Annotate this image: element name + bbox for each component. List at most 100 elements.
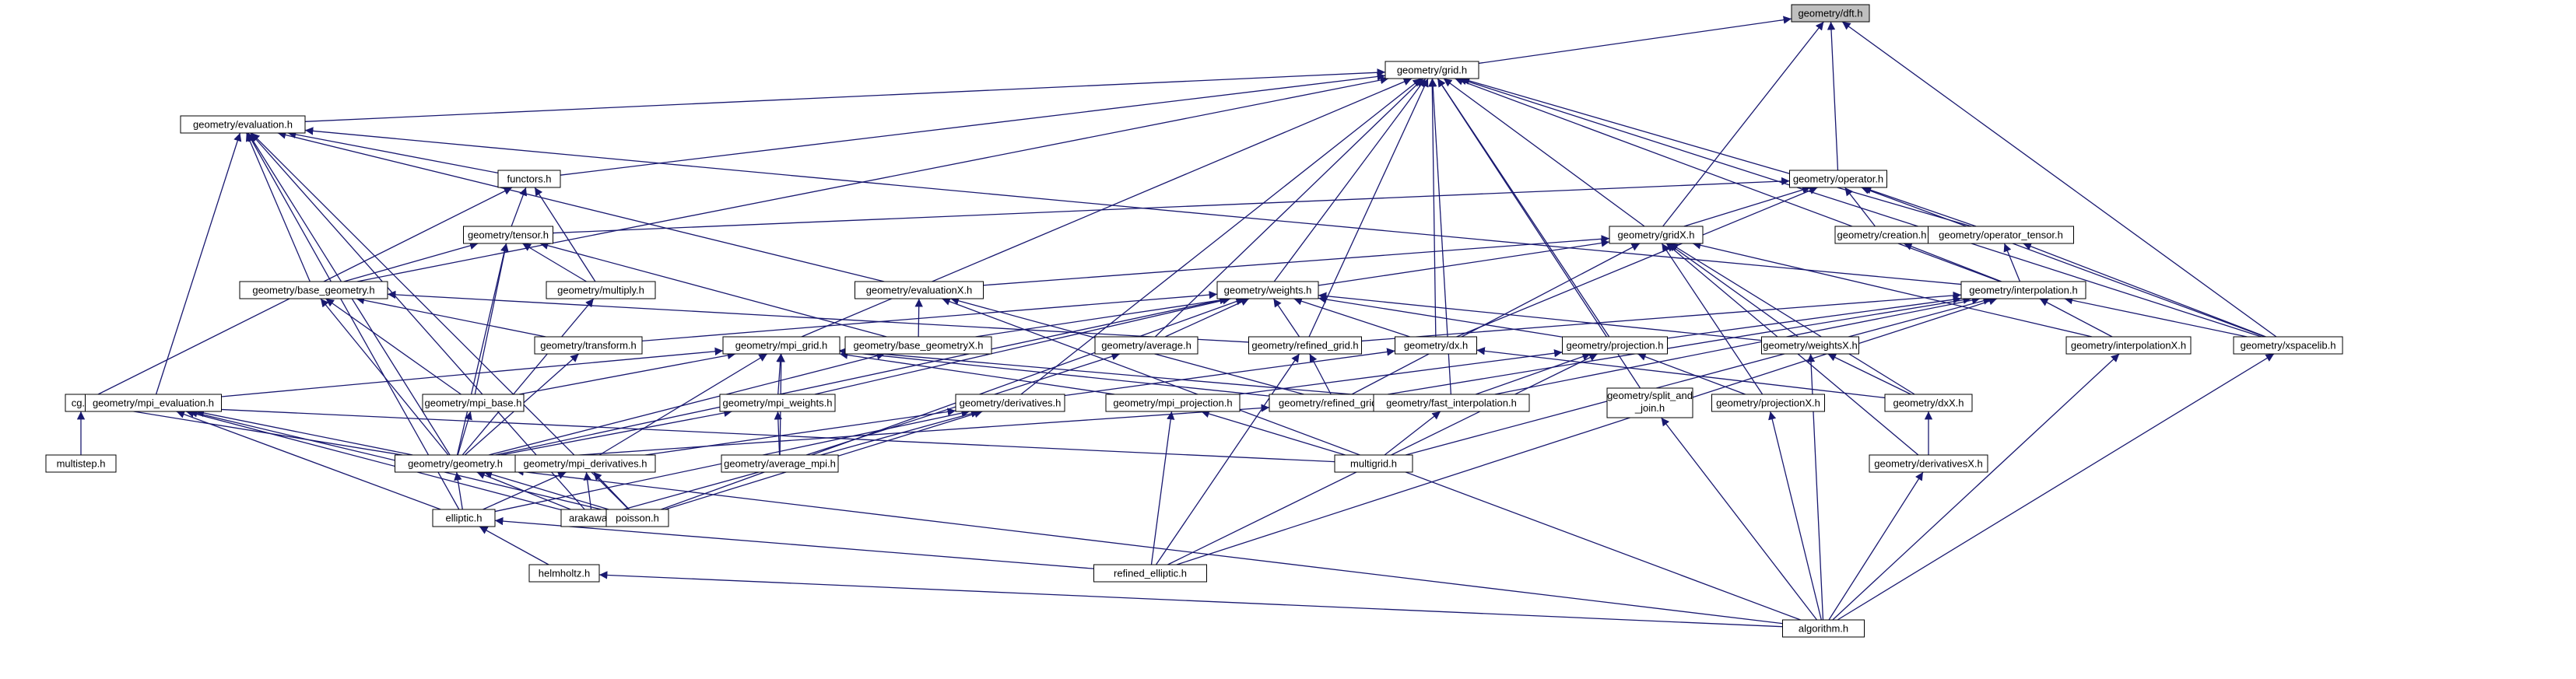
node-creation[interactable]: geometry/creation.h — [1834, 226, 1929, 244]
node-mpi_base[interactable]: geometry/mpi_base.h — [422, 394, 525, 412]
node-geometry[interactable]: geometry/geometry.h — [395, 454, 516, 473]
node-transform[interactable]: geometry/transform.h — [534, 336, 643, 355]
node-average[interactable]: geometry/average.h — [1094, 336, 1199, 355]
edge-operator_tensor-to-operator — [1862, 186, 1977, 227]
node-label: geometry/evaluationX.h — [866, 285, 973, 296]
edge-xspacelib-to-operator — [1861, 186, 2265, 338]
node-evaluation[interactable]: geometry/evaluation.h — [180, 115, 306, 134]
edge-tensor-to-operator — [553, 177, 1790, 234]
node-fast_interpolation[interactable]: geometry/fast_interpolation.h — [1373, 394, 1530, 412]
node-label: geometry/fast_interpolation.h — [1386, 397, 1517, 409]
edge-dx-to-weights — [1293, 297, 1410, 338]
node-functors[interactable]: functors.h — [497, 170, 561, 188]
node-base_geometry[interactable]: geometry/base_geometry.h — [239, 281, 388, 299]
node-mpi_evaluation[interactable]: geometry/mpi_evaluation.h — [85, 394, 222, 412]
node-elliptic[interactable]: elliptic.h — [432, 509, 496, 527]
node-derivatives[interactable]: geometry/derivatives.h — [955, 394, 1065, 412]
edge-mpi_weights-to-weights — [814, 296, 1231, 395]
edge-arakawa-to-mpi_evaluation — [185, 409, 562, 511]
node-multistep[interactable]: multistep.h — [45, 454, 117, 473]
node-label: geometry/evaluation.h — [193, 119, 293, 131]
node-gridX[interactable]: geometry/gridX.h — [1609, 226, 1704, 244]
node-multiply[interactable]: geometry/multiply.h — [546, 281, 656, 299]
node-poisson[interactable]: poisson.h — [605, 509, 669, 527]
node-xspacelib[interactable]: geometry/xspacelib.h — [2233, 336, 2343, 355]
edge-fast_interpolation-to-projection — [1476, 352, 1591, 395]
node-box — [1562, 336, 1668, 355]
node-label: geometry/gridX.h — [1618, 229, 1695, 241]
node-label: geometry/interpolationX.h — [2071, 340, 2186, 352]
node-tensor[interactable]: geometry/tensor.h — [463, 226, 553, 244]
node-label: geometry/mpi_weights.h — [723, 397, 833, 409]
node-derivativesX[interactable]: geometry/derivativesX.h — [1869, 454, 1988, 473]
node-box — [239, 281, 388, 299]
edge-base_geometryX-to-evaluationX — [914, 298, 923, 338]
node-box — [180, 115, 306, 134]
edge-elliptic-to-evaluation — [247, 132, 460, 510]
node-box — [1960, 281, 2086, 299]
edge-fast_interpolation-to-interpolation — [1494, 296, 1981, 395]
node-box — [45, 454, 117, 473]
node-label: geometry/dxX.h — [1893, 397, 1964, 409]
node-mpi_derivatives[interactable]: geometry/mpi_derivatives.h — [514, 454, 656, 473]
node-operator[interactable]: geometry/operator.h — [1789, 170, 1887, 188]
node-average_mpi[interactable]: geometry/average_mpi.h — [721, 454, 839, 473]
edge-algorithm-to-weightsX — [1806, 353, 1824, 621]
node-grid[interactable]: geometry/grid.h — [1385, 61, 1479, 79]
edge-mpi_base-to-tensor — [474, 243, 509, 395]
edge-arakawa-to-evaluation — [250, 132, 585, 510]
node-label: geometry/split_and — [1607, 390, 1693, 401]
node-dx[interactable]: geometry/dx.h — [1395, 336, 1477, 355]
node-mpi_weights[interactable]: geometry/mpi_weights.h — [719, 394, 836, 412]
node-label: geometry/base_geometryX.h — [854, 340, 984, 352]
edge-mpi_evaluation-to-evaluation — [155, 132, 242, 395]
node-label: geometry/projectionX.h — [1716, 397, 1820, 409]
node-multigrid[interactable]: multigrid.h — [1334, 454, 1413, 473]
node-box — [605, 509, 669, 527]
node-projectionX[interactable]: geometry/projectionX.h — [1711, 394, 1825, 412]
edge-geometry-to-mpi_evaluation — [195, 408, 413, 456]
node-projection[interactable]: geometry/projection.h — [1562, 336, 1668, 355]
node-dxX[interactable]: geometry/dxX.h — [1884, 394, 1973, 412]
node-mpi_projection[interactable]: geometry/mpi_projection.h — [1105, 394, 1241, 412]
node-box — [85, 394, 222, 412]
edge-geometry-to-cg — [96, 402, 403, 456]
node-box — [1385, 61, 1479, 79]
node-refined_gridX[interactable]: geometry/refined_gridX.h — [1269, 394, 1402, 412]
node-box — [514, 454, 656, 473]
edge-geometry-to-base_geometry — [320, 298, 449, 456]
edge-base_geometry-to-evaluation — [246, 132, 311, 282]
node-label: poisson.h — [616, 513, 659, 524]
node-weights[interactable]: geometry/weights.h — [1216, 281, 1319, 299]
node-label: geometry/projection.h — [1566, 340, 1663, 352]
edge-mpi_base-to-mpi_grid — [518, 351, 736, 395]
node-evaluationX[interactable]: geometry/evaluationX.h — [855, 281, 984, 299]
node-interpolation[interactable]: geometry/interpolation.h — [1960, 281, 2086, 299]
node-box — [1791, 4, 1870, 23]
node-refined_grid[interactable]: geometry/refined_grid.h — [1248, 336, 1362, 355]
node-label: helmholtz.h — [539, 568, 590, 579]
node-operator_tensor[interactable]: geometry/operator_tensor.h — [1928, 226, 2074, 244]
node-split_and_join[interactable]: geometry/split_and_join.h — [1606, 387, 1693, 418]
edge-geometry-to-base_geometryX — [488, 352, 886, 456]
node-weightsX[interactable]: geometry/weightsX.h — [1761, 336, 1859, 355]
node-interpolationX[interactable]: geometry/interpolationX.h — [2065, 336, 2192, 355]
edge-interpolation-to-grid — [1455, 77, 2001, 282]
node-dft[interactable]: geometry/dft.h — [1791, 4, 1870, 23]
node-box — [1609, 226, 1704, 244]
edge-algorithm-to-interpolationX — [1832, 353, 2120, 621]
edge-poisson-to-geometry — [483, 470, 609, 510]
edge-dxX-to-dx — [1476, 347, 1886, 399]
node-base_geometryX[interactable]: geometry/base_geometryX.h — [844, 336, 992, 355]
edge-base_geometry-to-tensor — [343, 241, 479, 282]
node-algorithm[interactable]: algorithm.h — [1782, 619, 1865, 638]
node-label: geometry/multiply.h — [557, 285, 644, 296]
node-box — [1869, 454, 1988, 473]
node-label: geometry/dft.h — [1798, 8, 1862, 19]
node-box — [2065, 336, 2192, 355]
node-helmholtz[interactable]: helmholtz.h — [528, 564, 600, 583]
node-mpi_grid[interactable]: geometry/mpi_grid.h — [722, 336, 841, 355]
node-label: geometry/interpolation.h — [1969, 285, 2077, 296]
edge-multigrid-to-mpi_projection — [1201, 410, 1346, 456]
node-refined_elliptic[interactable]: refined_elliptic.h — [1093, 564, 1207, 583]
